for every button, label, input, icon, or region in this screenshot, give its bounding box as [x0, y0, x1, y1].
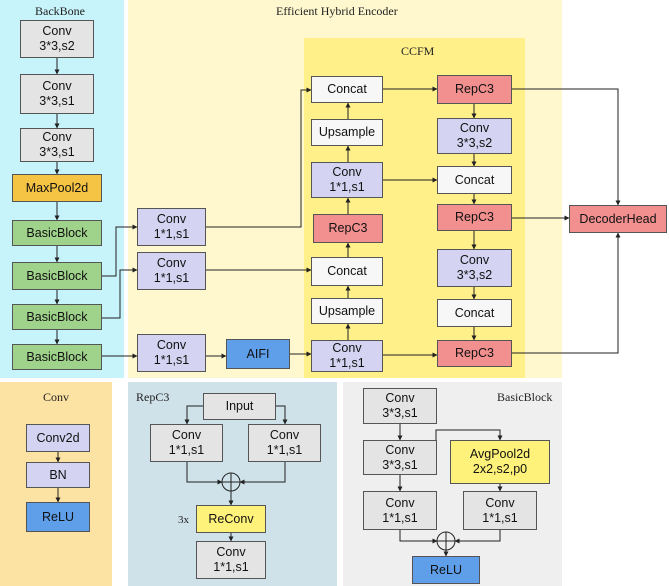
- backbone-maxpool: MaxPool2d: [12, 174, 102, 202]
- ccfm-repc3-right-2: RepC3: [437, 204, 512, 231]
- repeat-label: 3x: [178, 514, 189, 526]
- ccfm-concat-left: Concat: [311, 257, 383, 286]
- ccfm-title: CCFM: [401, 44, 435, 58]
- basicblock-legend-title: BasicBlock: [497, 390, 553, 404]
- legend-bn: BN: [26, 462, 90, 488]
- backbone-basicblock-2: BasicBlock: [12, 262, 102, 290]
- ccfm-concat-top: Concat: [311, 76, 383, 103]
- backbone-title: BackBone: [35, 4, 85, 18]
- backbone-basicblock-3: BasicBlock: [12, 304, 102, 330]
- legend-conv2d: Conv2d: [26, 424, 90, 452]
- ccfm-upsample-bottom: Upsample: [311, 298, 383, 324]
- repc3-legend-title: RepC3: [136, 390, 170, 404]
- ccfm-concat-right-1: Concat: [437, 166, 512, 194]
- basicblock-relu: ReLU: [412, 556, 480, 584]
- ccfm-repc3-left: RepC3: [313, 214, 383, 243]
- ccfm-repc3-right-3: RepC3: [437, 340, 512, 367]
- aifi-block: AIFI: [226, 339, 290, 369]
- backbone-basicblock-4: BasicBlock: [12, 344, 102, 370]
- legend-relu: ReLU: [26, 502, 90, 532]
- backbone-basicblock-1: BasicBlock: [12, 220, 102, 246]
- conv-legend-title: Conv: [43, 390, 70, 404]
- encoder-title: Efficient Hybrid Encoder: [276, 4, 398, 18]
- ccfm-repc3-right-1: RepC3: [437, 75, 512, 104]
- ccfm-concat-right-2: Concat: [437, 299, 512, 327]
- ccfm-upsample-top: Upsample: [311, 119, 383, 146]
- decoder-head: DecoderHead: [569, 205, 667, 233]
- repc3-reconv: ReConv: [196, 505, 266, 533]
- repc3-input: Input: [203, 393, 276, 420]
